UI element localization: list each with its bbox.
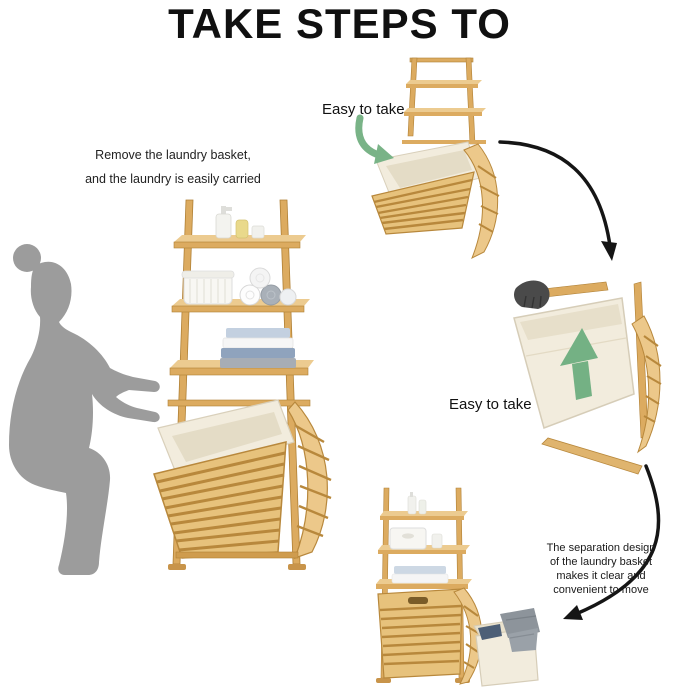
step3-caption: The separation design of the laundry bas… [542, 541, 660, 597]
left-caption-line2: and the laundry is easily carried [85, 172, 261, 186]
toiletry-bottles [215, 206, 265, 239]
silhouette-body [9, 261, 160, 575]
curved-arrow-1 [498, 140, 617, 261]
shelf-board-top [173, 235, 306, 249]
woven-basket [389, 527, 443, 550]
left-caption: Remove the laundry basket, and the laund… [78, 143, 268, 191]
separated-canvas-basket [473, 608, 540, 687]
folded-towel-stack [220, 328, 296, 368]
step3-caption-line1: The separation design [546, 542, 656, 554]
step3-separated-basket-illustration [376, 487, 540, 687]
step1-label: Easy to take [322, 101, 405, 118]
rolled-towels [239, 267, 297, 306]
curved-slat-side-wing [287, 401, 332, 559]
shelf-frame [407, 57, 476, 145]
tilted-slat-front-panel [153, 441, 287, 559]
page-title: TAKE STEPS TO [168, 0, 511, 47]
green-arrow-icon [355, 114, 394, 164]
toiletry-bottles [407, 492, 427, 515]
handle-cutout [408, 597, 428, 604]
woven-basket [181, 270, 235, 305]
curved-arrow-2 [563, 464, 661, 620]
hair-bun [13, 244, 41, 272]
step2-label: Easy to take [449, 396, 532, 413]
step3-caption-line4: convenient to move [553, 584, 649, 596]
folded-towel-stack [391, 566, 449, 584]
main-shelf-illustration [153, 199, 332, 570]
curved-slat-side-wing [631, 315, 662, 454]
crouching-person-silhouette [9, 244, 160, 575]
curved-slat-side-wing [463, 143, 500, 260]
step3-caption-line2: of the laundry basket [549, 556, 653, 568]
tilted-slat-front-panel [371, 171, 475, 235]
shelf-boards [402, 80, 486, 144]
fabric-liner [157, 399, 295, 479]
left-caption-line1: Remove the laundry basket, [95, 148, 251, 162]
slatted-hamper-front [377, 588, 463, 679]
green-arrow-icon [560, 328, 598, 400]
gray-towel [500, 608, 540, 652]
step2-basket-removal-illustration [513, 280, 662, 475]
hamper-bottom-rail [175, 551, 299, 559]
hand-icon [514, 280, 550, 309]
step1-shelf-open-illustration [355, 57, 500, 260]
navy-towel [478, 624, 502, 640]
hamper-top-rail [167, 399, 311, 407]
step3-caption-line3: makes it clear and [556, 570, 646, 582]
